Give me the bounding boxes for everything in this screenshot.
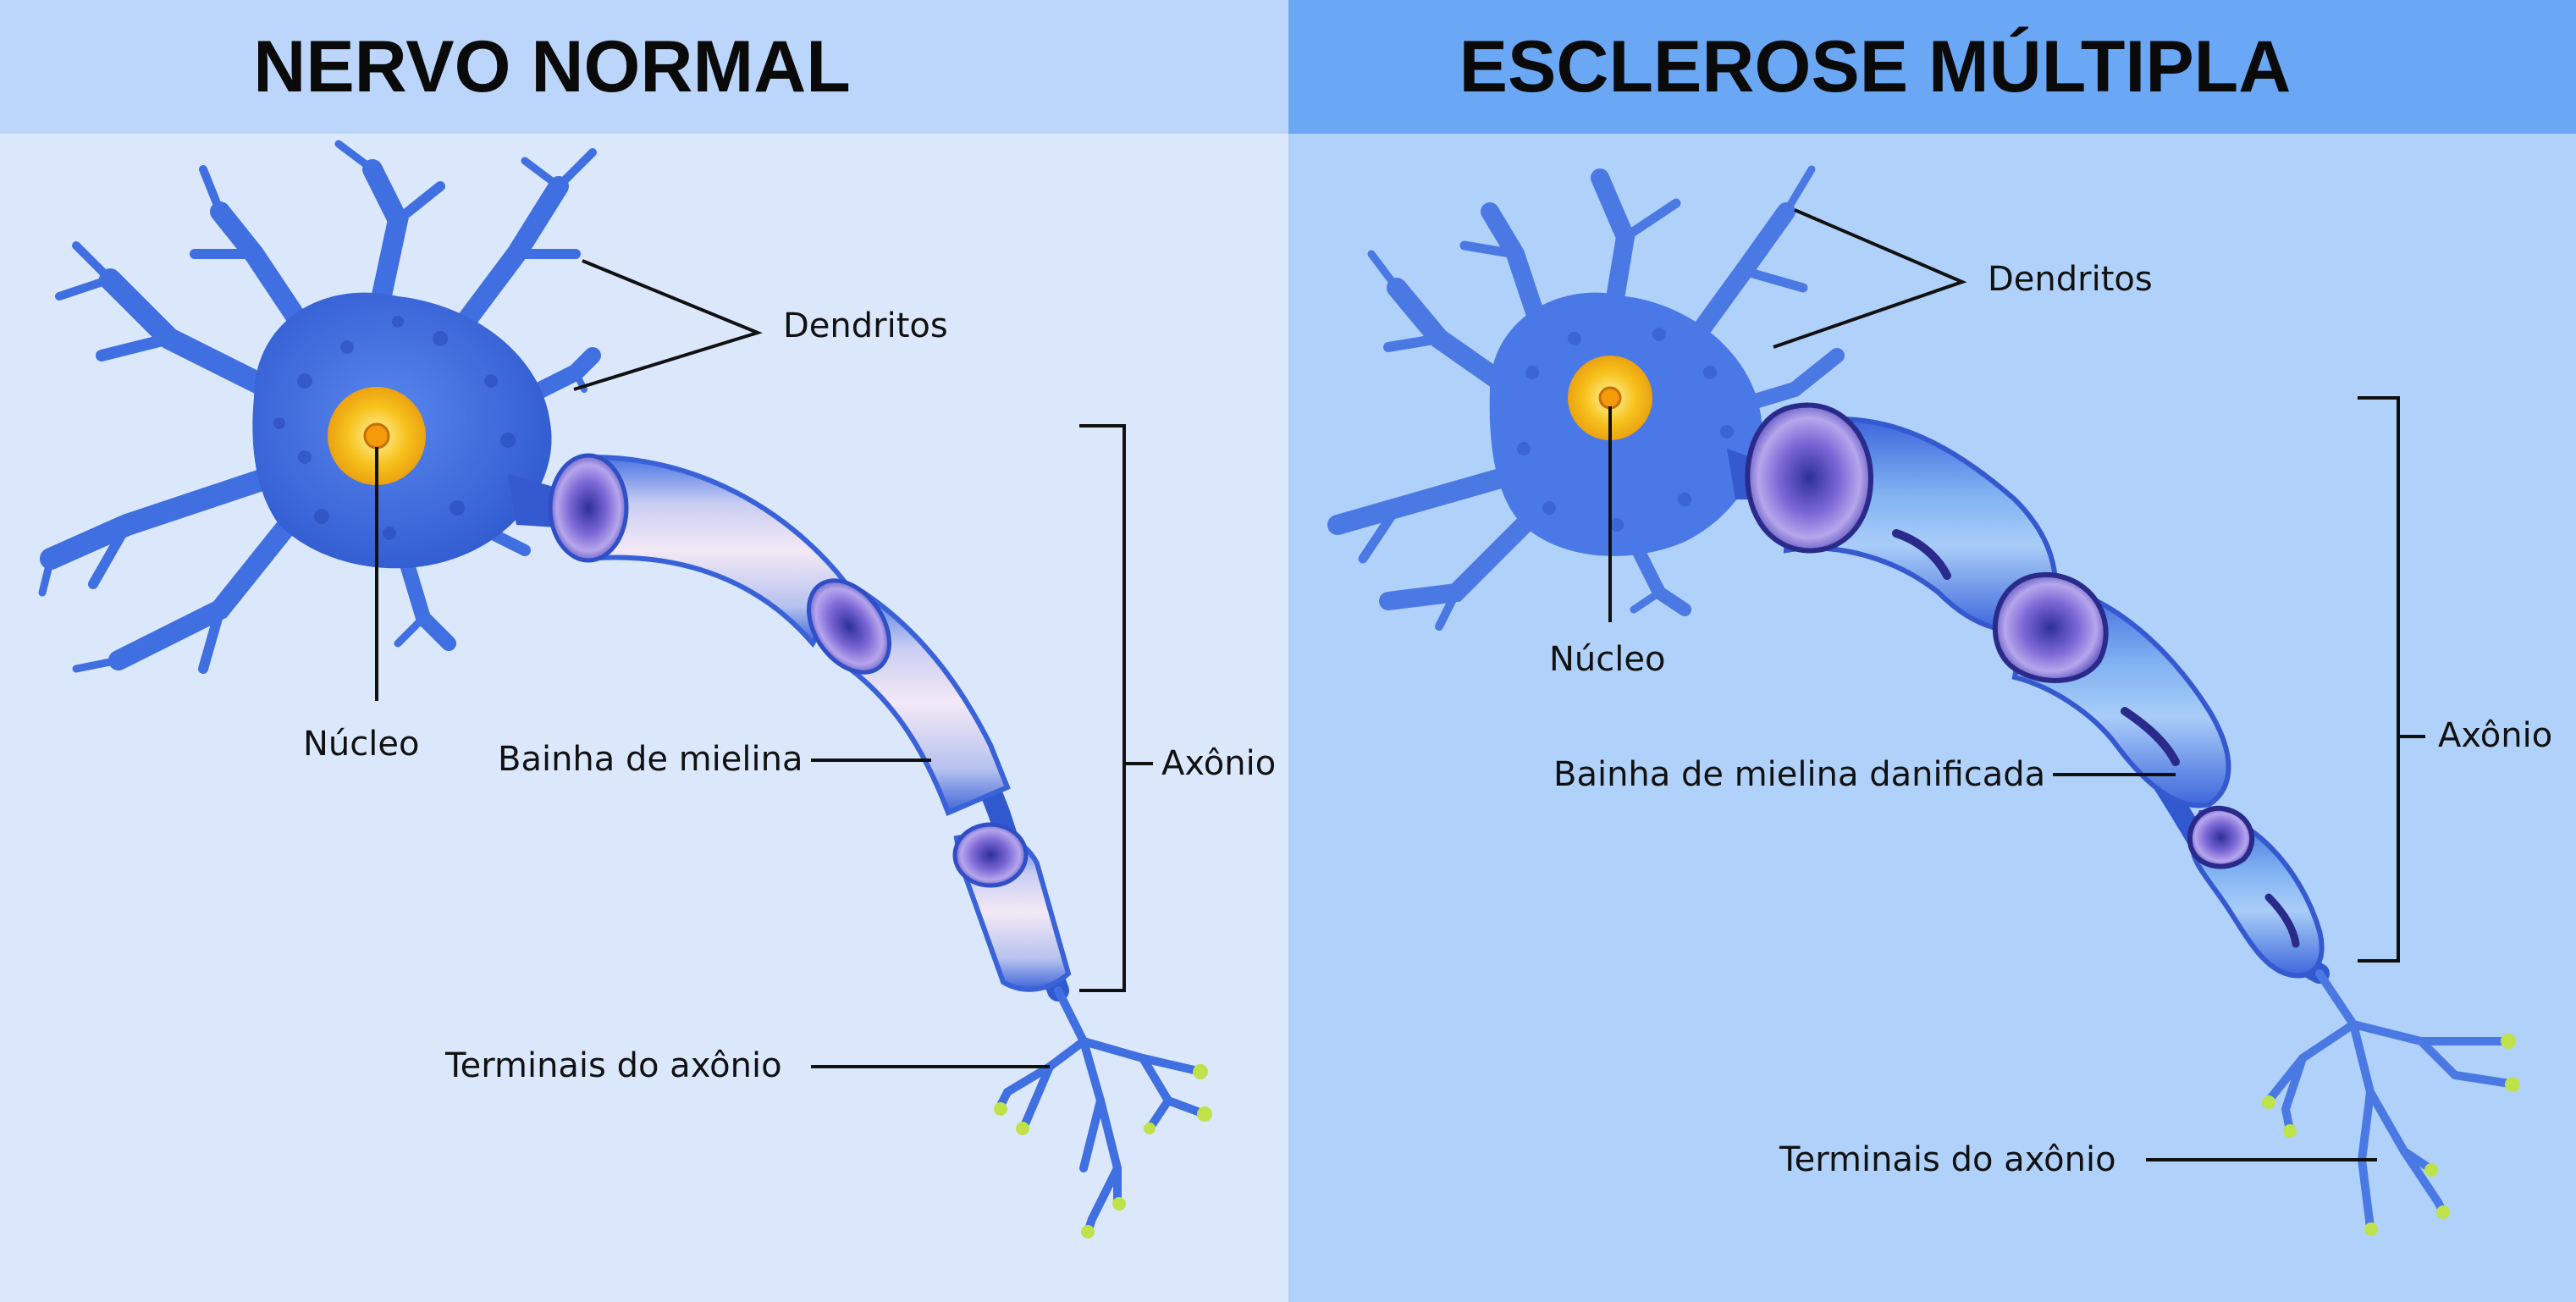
ms-label-dendrites: Dendritos: [1988, 260, 2153, 299]
normal-label-axon: Axônio: [1161, 744, 1276, 783]
normal-label-nucleus: Núcleo: [303, 725, 419, 764]
ms-lesion-3: [2264, 893, 2300, 948]
normal-axon-bracket: [1079, 424, 1126, 992]
normal-label-myelin: Bainha de mielina: [498, 740, 803, 779]
ms-terminal-tips: [2262, 1034, 2520, 1236]
normal-label-terminals: Terminais do axônio: [444, 1046, 782, 1085]
ms-myelin-cap-3: [2187, 805, 2255, 869]
left-header-band: [0, 0, 1288, 134]
normal-myelin-cap-2: [806, 578, 892, 675]
normal-myelin-cap-3: [952, 822, 1029, 888]
ms-annotations: [1608, 208, 2425, 1161]
right-panel-title: ESCLEROSE MÚLTIPLA: [1459, 26, 2292, 108]
left-panel-title: NERVO NORMAL: [253, 26, 851, 108]
ms-label-nucleus: Núcleo: [1549, 640, 1665, 679]
normal-label-dendrites: Dendritos: [783, 306, 948, 345]
ms-label-terminals: Terminais do axônio: [1779, 1140, 2116, 1179]
ms-lesion-1: [1892, 529, 1951, 580]
normal-myelin-cap-1: [548, 453, 629, 563]
ms-myelin-cap-1: [1745, 402, 1874, 554]
ms-lesion-2: [2121, 707, 2180, 766]
normal-nucleolus: [363, 422, 390, 450]
normal-dendrites-leader: [573, 259, 763, 391]
ms-dendrites-leader: [1773, 208, 1967, 349]
ms-label-myelin: Bainha de mielina danificada: [1553, 755, 2045, 794]
ms-axon-bracket: [2358, 396, 2400, 963]
ms-myelin-cap-2: [1992, 571, 2109, 683]
ms-label-axon: Axônio: [2438, 716, 2552, 755]
normal-terminal-tips: [994, 1064, 1212, 1239]
normal-neuron: [38, 140, 1212, 1239]
ms-nucleolus: [1598, 386, 1622, 410]
normal-soma-texture: [273, 316, 522, 540]
right-header-band: [1288, 0, 2576, 134]
normal-annotations: [375, 259, 1153, 1068]
ms-neuron: [1327, 165, 2520, 1236]
ms-soma-texture: [1517, 328, 1734, 532]
